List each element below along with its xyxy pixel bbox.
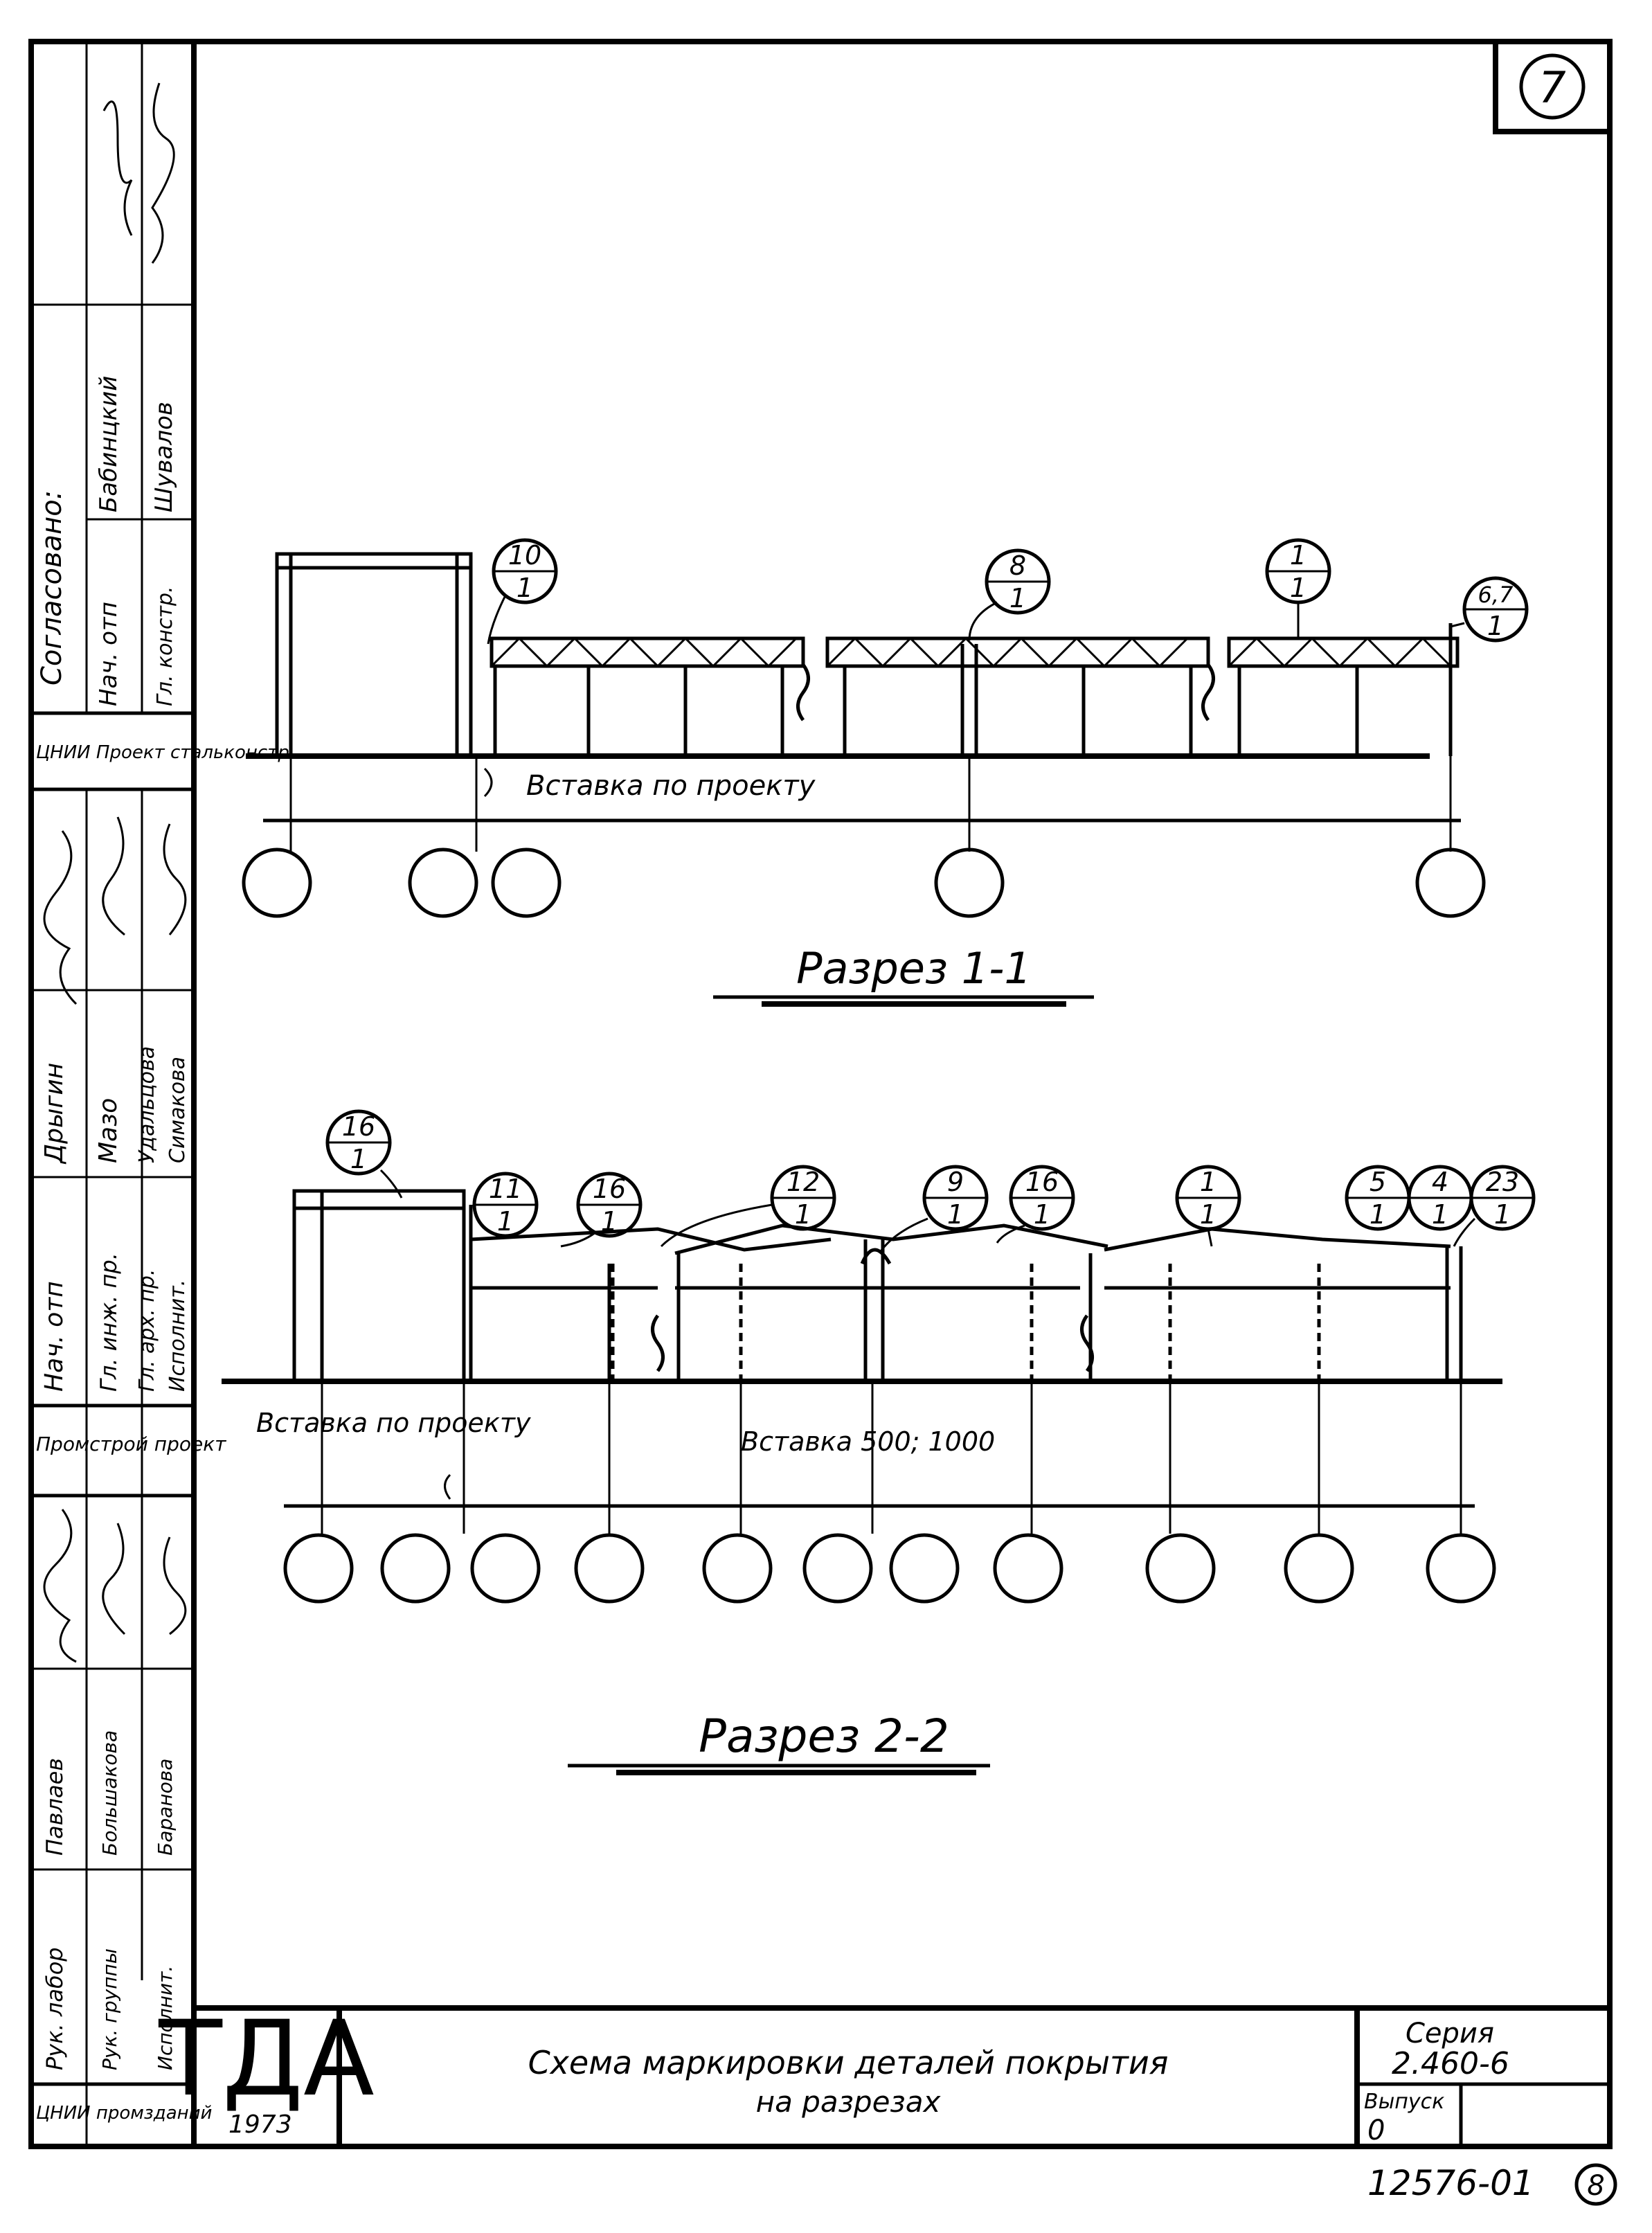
stamp-agreed: Согласовано: [36,490,68,685]
svg-text:1: 1 [1494,1199,1511,1230]
logo: ТДА [158,1999,374,2119]
stamp-role: Рук. группы [98,1948,121,2070]
svg-text:1: 1 [517,573,533,603]
mark-callout: 23 1 [1453,1165,1536,1247]
mark-callout: 6,7 1 [1450,576,1529,643]
stamp-role: Нач. отп [40,1281,69,1392]
stamp-name: Дрыгин [40,1063,69,1165]
stamp-org: ЦНИИ промзданий [36,2103,212,2124]
section-1-1: 10 1 8 1 1 1 6,7 1 Вставка по проекту [242,538,1529,1007]
section-2-title: Разрез 2-2 [699,1710,949,1763]
stamp-name: Удальцова [135,1046,159,1163]
stamp-name: Бабинцкий [95,376,123,512]
svg-text:1: 1 [350,1144,367,1174]
svg-text:1: 1 [1370,1199,1386,1230]
mark-callout: 8 1 [968,548,1051,641]
svg-text:1: 1 [1200,1199,1216,1230]
series-label: Серия [1406,2018,1494,2050]
stamp-name: Большакова [98,1730,121,1856]
axis-markers-1 [242,848,1486,918]
stamp-role: Гл. арх. пр. [135,1269,159,1392]
svg-text:1: 1 [1290,573,1307,603]
svg-text:1: 1 [1009,583,1026,613]
stamp-name: Мазо [94,1098,123,1163]
svg-text:12: 12 [787,1167,820,1197]
title-block: ТДА 1973 Схема маркировки деталей покрыт… [158,1999,1610,2146]
mark-callout: 9 1 [878,1165,989,1254]
stamp-role: Исполнит. [154,1966,177,2070]
svg-text:23: 23 [1486,1167,1519,1197]
svg-text:4: 4 [1432,1167,1448,1197]
svg-text:1: 1 [601,1206,618,1237]
doc-number: 12576-01 [1367,2163,1534,2203]
series-value: 2.460-6 [1392,2046,1509,2081]
stamp-name: Симакова [165,1057,190,1163]
mark-callout: 4 1 [1407,1165,1473,1231]
svg-text:6,7: 6,7 [1478,582,1514,608]
stamp-role: Нач. отп [95,602,123,706]
mark-callout: 5 1 [1345,1165,1411,1231]
svg-text:16: 16 [342,1111,375,1142]
mark-callout: 12 1 [660,1165,836,1248]
svg-text:1: 1 [1432,1199,1448,1230]
mark-callout: 16 1 [996,1165,1075,1244]
mark-callout: 10 1 [487,538,558,645]
stamp-name: Павлаев [42,1758,68,1856]
svg-text:10: 10 [508,540,541,571]
svg-text:16: 16 [1025,1167,1059,1197]
page-number-circle [1574,2163,1617,2206]
sheet-number-box: 7 [1493,39,1613,134]
page-number: 8 [1587,2170,1604,2202]
mark-callout: 16 1 [325,1109,403,1199]
roof-trusses-1 [490,636,1460,668]
left-stamp-strip [28,39,197,2149]
insert-note-left: Вставка по проекту [256,1408,531,1438]
left-stamp: Согласовано: Нач. отп Бабинцкий Гл. конс… [31,42,295,2146]
svg-text:1: 1 [1290,540,1307,571]
insert-note-mid: Вставка 500; 1000 [741,1426,995,1457]
stamp-org: Промстрой проект [36,1433,226,1455]
svg-text:1: 1 [795,1199,811,1230]
sheet-number: 7 [1538,62,1565,113]
stamp-org: ЦНИИ Проект стальконстр. [36,742,295,763]
section-1-title: Разрез 1-1 [796,943,1032,994]
section-2-2: 16 1 11 1 16 1 12 1 9 1 [222,1109,1536,1775]
stamp-role: Рук. лабор [42,1947,68,2070]
mark-callout: 16 1 [560,1172,643,1248]
drawing-title-line2: на разрезах [756,2085,942,2119]
svg-text:8: 8 [1009,550,1026,581]
mark-callout: 1 1 [1265,538,1331,638]
svg-text:5: 5 [1370,1167,1386,1197]
year: 1973 [228,2110,292,2139]
signatures [43,82,187,1663]
svg-text:16: 16 [593,1174,626,1204]
mark-callout: 1 1 [1175,1165,1241,1247]
svg-text:1: 1 [1034,1199,1050,1230]
svg-text:1: 1 [947,1199,964,1230]
svg-text:1: 1 [1200,1167,1216,1197]
stamp-name: Шувалов [150,402,178,512]
stamp-role: Гл. инж. пр. [96,1253,122,1392]
svg-text:9: 9 [947,1167,964,1197]
svg-text:11: 11 [489,1174,522,1204]
insert-note: Вставка по проекту [526,770,816,802]
sheet-frame [191,39,1613,2149]
axis-markers-2 [283,1533,1496,1604]
stamp-role: Исполнит. [165,1280,190,1392]
issue-value: 0 [1367,2115,1385,2146]
mark-callout: 11 1 [472,1172,539,1238]
svg-text:1: 1 [497,1206,514,1237]
stamp-name: Баранова [154,1759,177,1856]
issue-label: Выпуск [1364,2090,1444,2114]
drawing-title-line1: Схема маркировки деталей покрытия [528,2044,1169,2081]
svg-text:1: 1 [1487,611,1504,641]
stamp-role: Гл. констр. [153,586,177,706]
